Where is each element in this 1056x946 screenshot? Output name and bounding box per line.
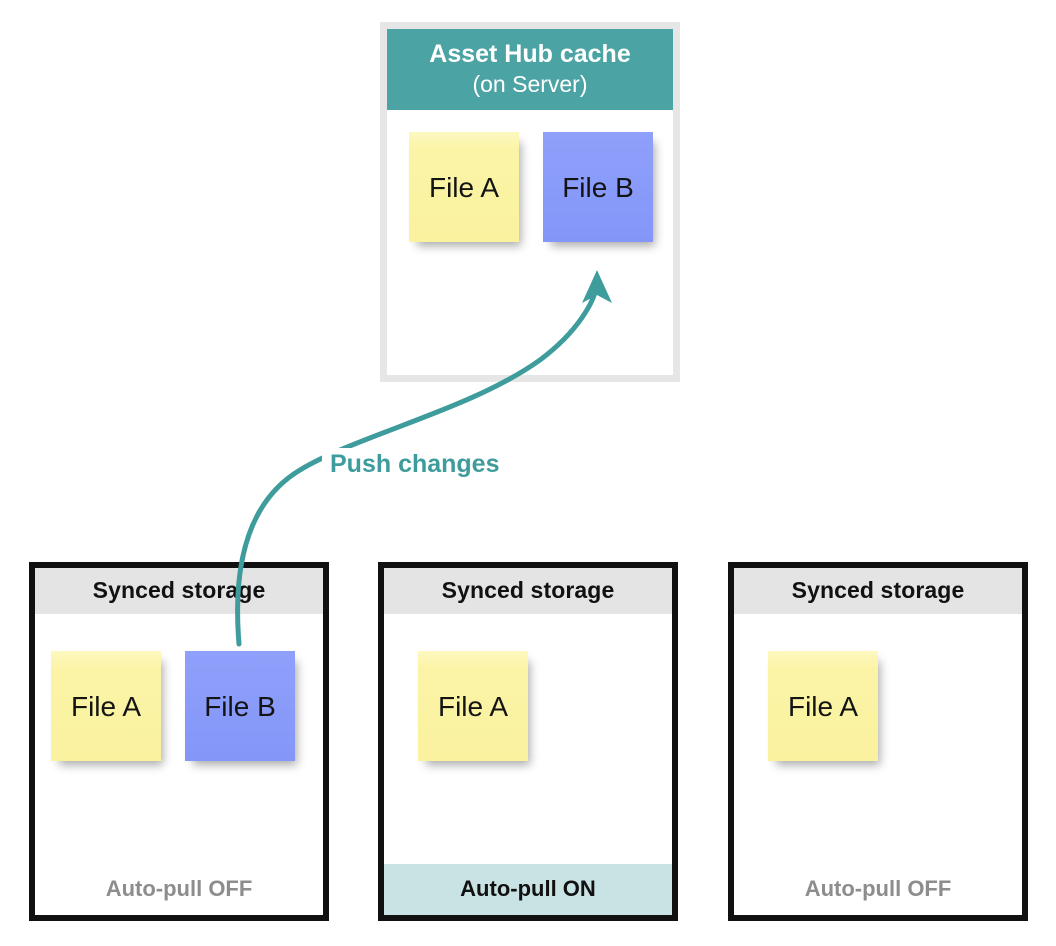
synced-storage-panel-3: Synced storage File A Auto-pull OFF [728, 562, 1028, 921]
sticky-note-label: File A [437, 691, 509, 722]
sticky-note-file-a[interactable]: File A [768, 651, 878, 761]
synced-storage-body-3: File A [734, 614, 1022, 864]
sticky-note-label: File B [204, 691, 276, 722]
auto-pull-status-3: Auto-pull OFF [734, 864, 1022, 915]
asset-hub-cache-panel: Asset Hub cache (on Server) File A File … [380, 22, 680, 382]
synced-storage-body-1: File A File B [35, 614, 323, 864]
asset-hub-cache-subtitle: (on Server) [472, 70, 588, 97]
synced-storage-panel-2: Synced storage File A Auto-pull ON [378, 562, 678, 921]
sticky-note-label: File A [787, 691, 859, 722]
synced-storage-header-1: Synced storage [35, 568, 323, 614]
sticky-note-label: File B [562, 171, 634, 203]
auto-pull-status-1: Auto-pull OFF [35, 864, 323, 915]
sticky-note-file-b[interactable]: File B [543, 131, 653, 242]
sticky-note-file-b[interactable]: File B [185, 651, 295, 761]
auto-pull-status-2: Auto-pull ON [384, 864, 672, 915]
sticky-note-file-a[interactable]: File A [418, 651, 528, 761]
push-changes-label: Push changes [322, 448, 508, 481]
sticky-note-label: File A [70, 691, 142, 722]
sticky-note-file-a[interactable]: File A [409, 131, 519, 242]
synced-storage-panel-1: Synced storage File A File B Auto-pull O… [29, 562, 329, 921]
asset-hub-cache-title: Asset Hub cache [429, 40, 631, 68]
asset-hub-cache-header: Asset Hub cache (on Server) [387, 29, 673, 110]
asset-hub-cache-body: File A File B [387, 109, 673, 375]
sticky-note-label: File A [428, 171, 500, 203]
sticky-note-file-a[interactable]: File A [51, 651, 161, 761]
synced-storage-body-2: File A [384, 614, 672, 864]
synced-storage-header-3: Synced storage [734, 568, 1022, 614]
synced-storage-header-2: Synced storage [384, 568, 672, 614]
